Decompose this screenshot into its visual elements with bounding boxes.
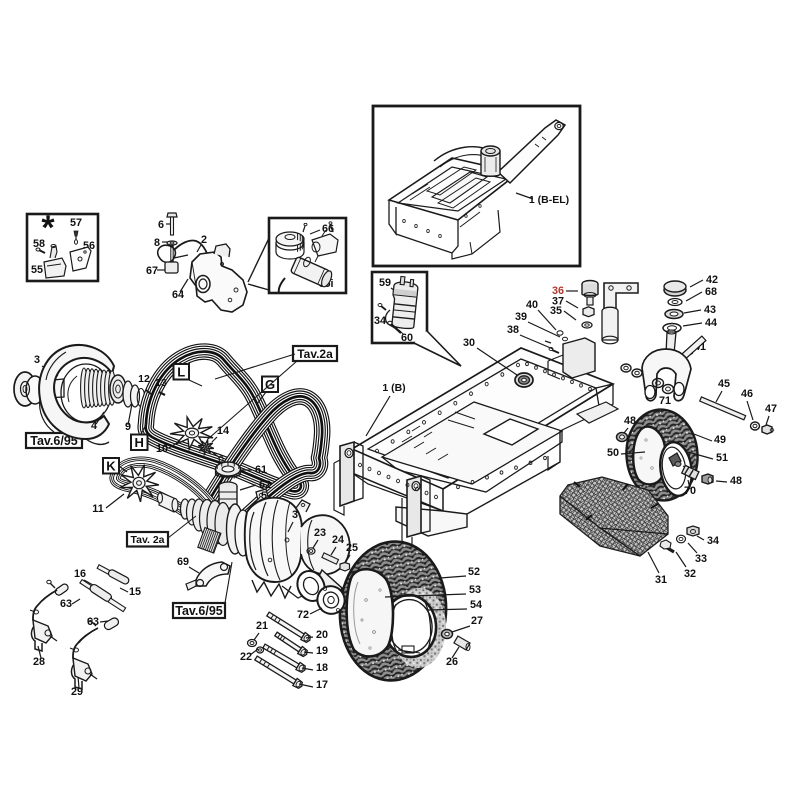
svg-text:67: 67 [146, 265, 158, 277]
svg-text:48: 48 [624, 415, 636, 427]
svg-text:2: 2 [201, 234, 207, 246]
svg-text:1 (B): 1 (B) [382, 382, 405, 394]
svg-text:50: 50 [607, 447, 619, 459]
svg-text:69: 69 [177, 556, 189, 568]
svg-text:26: 26 [446, 656, 458, 668]
svg-text:44: 44 [705, 317, 717, 329]
svg-text:3: 3 [34, 354, 40, 366]
svg-text:9: 9 [125, 421, 131, 433]
svg-text:71: 71 [659, 395, 671, 407]
svg-text:52: 52 [468, 566, 480, 578]
svg-text:49: 49 [714, 434, 726, 446]
svg-text:48: 48 [730, 475, 742, 487]
svg-text:62: 62 [259, 479, 271, 491]
svg-text:12: 12 [138, 373, 150, 385]
svg-text:68: 68 [705, 286, 717, 298]
svg-text:23: 23 [314, 527, 326, 539]
svg-text:17: 17 [316, 679, 328, 691]
svg-text:25: 25 [346, 542, 358, 554]
svg-text:72: 72 [297, 609, 309, 621]
svg-text:3: 3 [292, 509, 298, 521]
svg-text:H: H [135, 435, 144, 450]
svg-text:22: 22 [240, 651, 252, 663]
svg-text:32: 32 [684, 568, 696, 580]
svg-text:51: 51 [716, 452, 728, 464]
svg-text:*: * [41, 209, 55, 247]
svg-text:33: 33 [695, 553, 707, 565]
svg-text:55: 55 [31, 264, 43, 276]
svg-text:18: 18 [316, 662, 328, 674]
svg-text:40: 40 [526, 299, 538, 311]
svg-text:36: 36 [552, 285, 564, 297]
svg-text:34: 34 [374, 315, 386, 327]
svg-text:31: 31 [655, 574, 667, 586]
svg-text:63: 63 [60, 598, 72, 610]
svg-text:59: 59 [379, 277, 391, 289]
svg-text:15: 15 [129, 586, 141, 598]
svg-text:53: 53 [469, 584, 481, 596]
svg-text:28: 28 [33, 656, 45, 668]
svg-text:43: 43 [704, 304, 716, 316]
svg-text:34: 34 [707, 535, 719, 547]
svg-text:24: 24 [332, 534, 344, 546]
svg-text:58: 58 [33, 238, 45, 250]
svg-text:46: 46 [741, 388, 753, 400]
svg-text:4: 4 [91, 420, 97, 432]
svg-text:35: 35 [550, 305, 562, 317]
svg-text:21: 21 [256, 620, 268, 632]
svg-text:30: 30 [463, 337, 475, 349]
svg-text:6: 6 [158, 219, 164, 231]
svg-text:Tav.6/95: Tav.6/95 [175, 604, 223, 618]
svg-text:42: 42 [706, 274, 718, 286]
svg-text:57: 57 [70, 217, 82, 229]
svg-text:14: 14 [217, 425, 230, 437]
svg-text:5: 5 [261, 490, 267, 502]
svg-text:10: 10 [156, 443, 168, 455]
svg-text:63: 63 [87, 616, 99, 628]
svg-text:19: 19 [316, 645, 328, 657]
svg-text:45: 45 [718, 378, 730, 390]
svg-text:Tav. 2a: Tav. 2a [130, 534, 164, 546]
svg-text:16: 16 [74, 568, 86, 580]
svg-text:38: 38 [507, 324, 519, 336]
svg-text:64: 64 [172, 289, 184, 301]
svg-text:K: K [106, 458, 116, 473]
svg-text:37: 37 [552, 296, 564, 308]
svg-text:20: 20 [316, 629, 328, 641]
svg-text:13: 13 [155, 377, 167, 389]
svg-text:39: 39 [515, 311, 527, 323]
svg-text:27: 27 [471, 615, 483, 627]
svg-text:Tav.2a: Tav.2a [297, 347, 333, 361]
svg-text:60: 60 [401, 332, 413, 344]
svg-text:8: 8 [154, 237, 160, 249]
svg-text:11: 11 [92, 503, 103, 515]
svg-text:L: L [177, 364, 185, 379]
svg-text:Tav.6/95: Tav.6/95 [30, 434, 78, 448]
svg-text:61: 61 [255, 464, 267, 476]
svg-text:54: 54 [470, 599, 482, 611]
svg-text:1 (B-EL): 1 (B-EL) [529, 194, 569, 206]
svg-text:70: 70 [684, 485, 696, 497]
svg-text:47: 47 [765, 403, 777, 415]
